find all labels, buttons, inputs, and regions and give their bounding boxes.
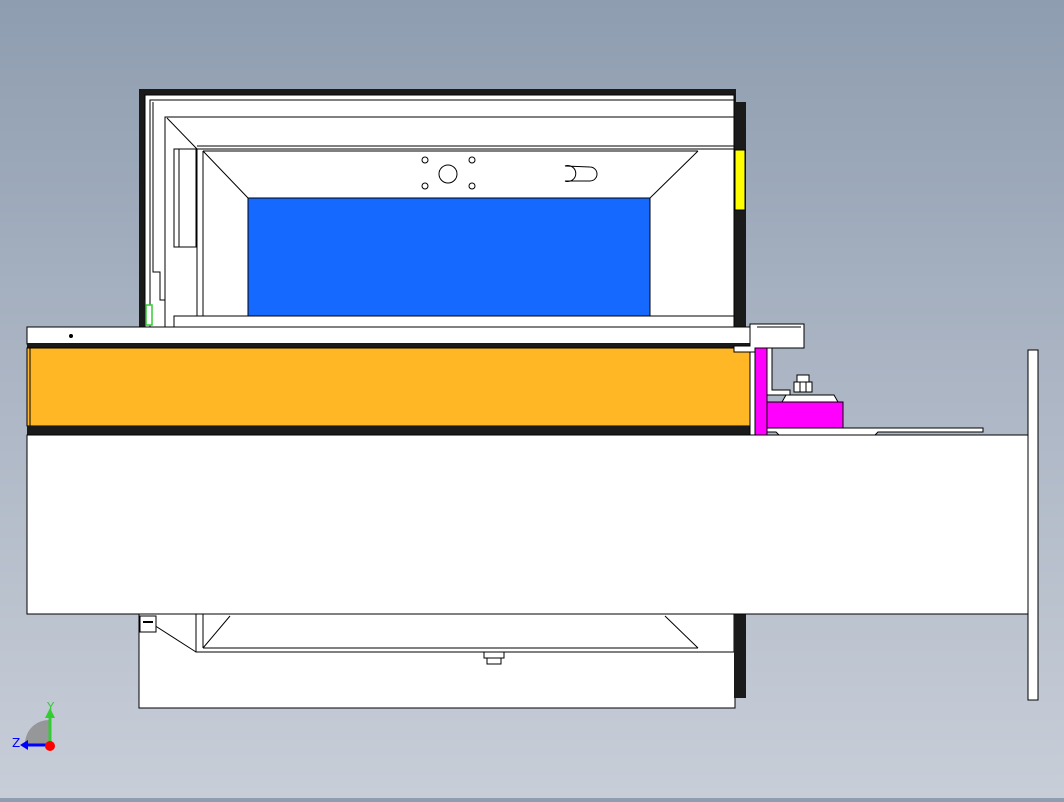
lower-housing[interactable]: [138, 613, 746, 709]
y-axis-arrow: [45, 708, 55, 718]
origin-dot: [45, 741, 55, 751]
lower-inner-tray: [195, 613, 735, 653]
bolt-hole-br: [468, 182, 476, 190]
housing-assembly[interactable]: [139, 89, 746, 698]
mounting-hole-pattern: [421, 156, 476, 190]
triad-arc: [24, 719, 50, 744]
rail-dark-line-top: [27, 343, 751, 348]
magenta-block: [766, 401, 844, 429]
y-axis-label: Y: [46, 700, 55, 714]
z-axis-arrow: [20, 740, 28, 750]
hex-bolt: [793, 374, 813, 393]
bevel-inner-left: [202, 150, 249, 199]
magenta-plate: [754, 347, 768, 436]
green-seal-left: [145, 304, 153, 326]
end-plate: [1027, 349, 1039, 701]
tray-lip: [173, 315, 735, 328]
rail-dot: [69, 334, 73, 338]
coordinate-triad: Y Z: [12, 700, 55, 751]
orange-rail-body: [26, 347, 751, 427]
bolt-hole-tl: [421, 156, 429, 164]
left-step-profile: [152, 102, 165, 301]
rail-cover: [26, 326, 752, 345]
center-hole: [438, 164, 458, 184]
orange-rail[interactable]: [26, 347, 751, 435]
left-channel: [173, 148, 197, 248]
rail-dark-line-bottom: [27, 426, 751, 435]
blue-panel[interactable]: [247, 197, 651, 317]
side-bracket-assembly[interactable]: [733, 323, 984, 437]
bottom-nut: [483, 651, 505, 665]
keyhole-slot: [564, 165, 598, 182]
block-washer: [781, 394, 839, 403]
bevel-top-left: [166, 117, 198, 150]
bevel-inner-right: [649, 150, 699, 199]
front-panel-body: [26, 434, 1030, 615]
z-axis-label: Z: [12, 736, 20, 750]
top-rail-strip[interactable]: [26, 326, 752, 348]
front-panel[interactable]: [26, 349, 1039, 701]
bolt-hole-tr: [468, 156, 476, 164]
lower-clip: [139, 615, 157, 633]
bolt-hole-bl: [421, 182, 429, 190]
angle-bracket: [766, 347, 791, 396]
yellow-marker: [734, 149, 746, 211]
